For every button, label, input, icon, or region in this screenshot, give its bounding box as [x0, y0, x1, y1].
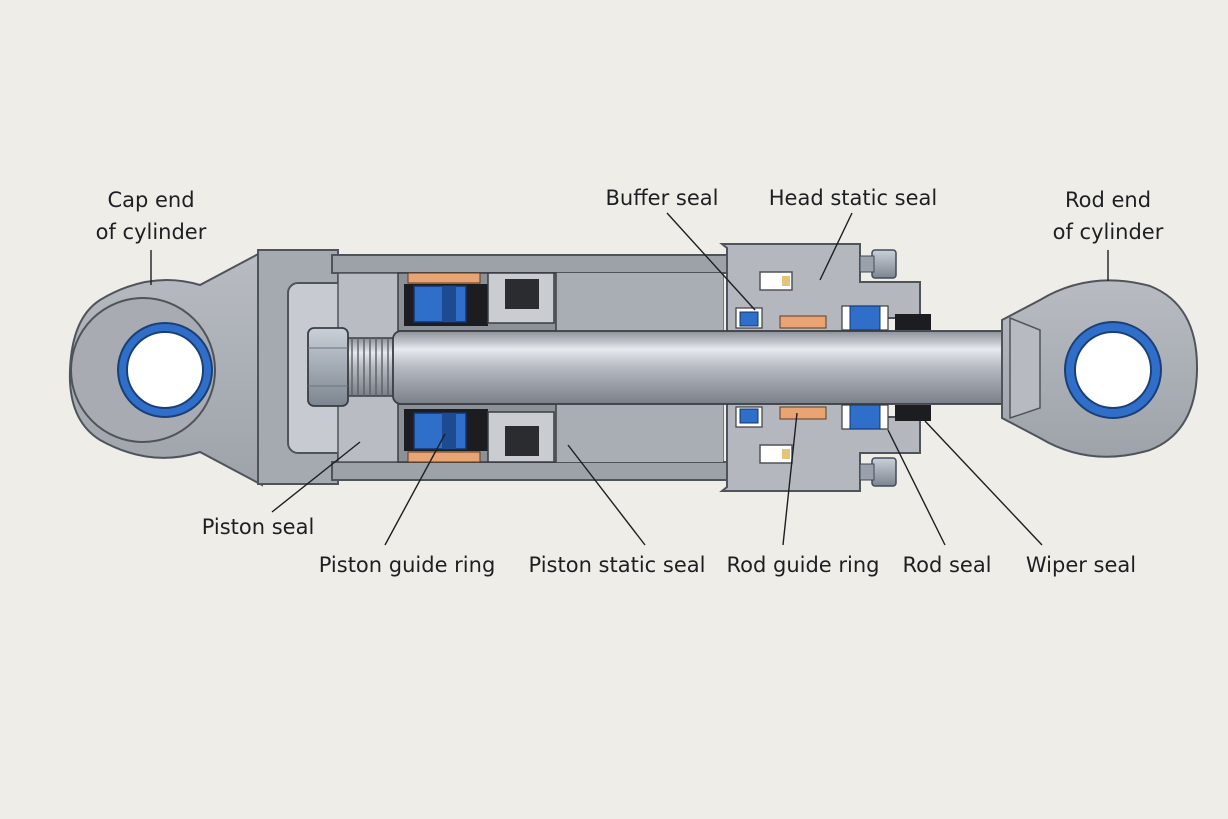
- piston-upper: [397, 272, 557, 332]
- leader-piston-seal: [271, 441, 361, 513]
- label-buffer-seal: Buffer seal: [606, 186, 719, 210]
- leader-piston-static: [567, 444, 646, 546]
- leader-lines: [150, 212, 1109, 546]
- label-wiper-seal: Wiper seal: [1026, 553, 1136, 577]
- label-piston-static-seal: Piston static seal: [529, 553, 706, 577]
- label-piston-guide-ring: Piston guide ring: [319, 553, 496, 577]
- head-bolt-upper: [859, 249, 897, 279]
- rod-end-eye: [1001, 279, 1199, 458]
- labels: Cap end of cylinder Rod end of cylinder …: [96, 186, 1164, 577]
- leader-head-static: [819, 212, 853, 281]
- label-cap-end-line2: of cylinder: [96, 220, 207, 244]
- piston-rod: [307, 327, 1026, 407]
- piston-nut: [307, 327, 349, 407]
- label-cap-end-line1: Cap end: [107, 188, 194, 212]
- leader-rod-guide: [782, 412, 798, 546]
- head-bolt-lower: [859, 457, 897, 487]
- label-rod-guide-ring: Rod guide ring: [726, 553, 879, 577]
- rod-seal-pack-lower: [735, 404, 931, 430]
- label-rod-seal: Rod seal: [902, 553, 991, 577]
- label-rod-end-line2: of cylinder: [1053, 220, 1164, 244]
- leader-buffer-seal: [666, 212, 756, 311]
- piston-lower: [397, 403, 557, 463]
- leader-rod-seal: [887, 429, 946, 546]
- label-head-static-seal: Head static seal: [769, 186, 937, 210]
- rod-seal-pack-upper: [735, 305, 931, 331]
- label-piston-seal: Piston seal: [202, 515, 315, 539]
- leader-wiper-seal: [924, 420, 1043, 546]
- leader-piston-guide: [384, 433, 446, 546]
- cap-end-clevis: [68, 250, 263, 487]
- label-rod-end-line1: Rod end: [1065, 188, 1151, 212]
